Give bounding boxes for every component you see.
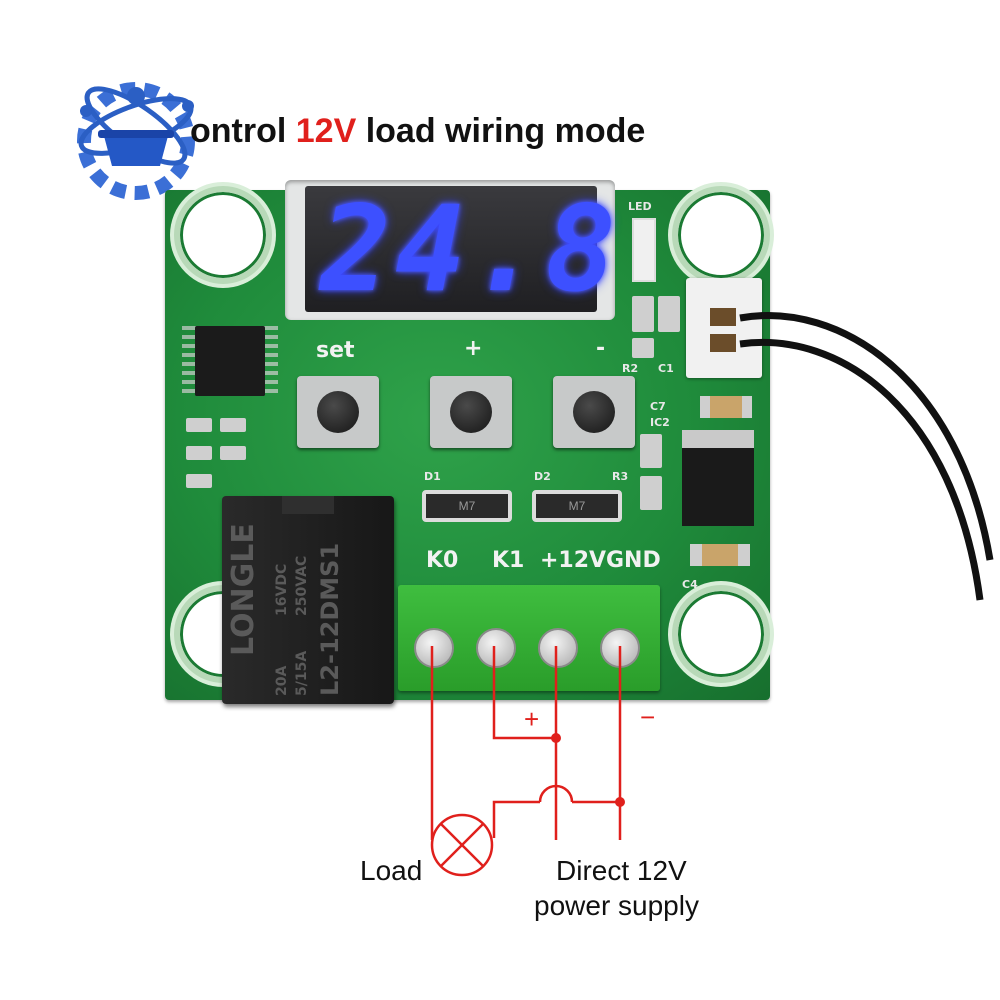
label-c1: C1 xyxy=(658,362,674,375)
set-button-cap[interactable] xyxy=(317,391,359,433)
mount-hole xyxy=(174,186,272,284)
plus-sign: + xyxy=(524,704,540,734)
terminal-screw-k0[interactable] xyxy=(414,628,454,668)
mount-hole xyxy=(672,186,770,284)
smd-part xyxy=(632,338,654,358)
sensor-connector xyxy=(686,278,762,378)
label-led: LED xyxy=(628,200,652,213)
smd-part xyxy=(632,296,654,332)
terminal-screw-12v[interactable] xyxy=(538,628,578,668)
label-c7: C7 xyxy=(650,400,666,413)
connector-pin xyxy=(710,334,736,352)
led-display xyxy=(305,186,597,312)
display-reading: 24.8 xyxy=(320,180,621,318)
diode-d2: M7 xyxy=(532,490,622,522)
title-prefix: ontrol xyxy=(190,112,287,150)
label-r3: R3 xyxy=(612,470,629,483)
supply-label-line2: power supply xyxy=(534,890,699,921)
diode-d1: M7 xyxy=(422,490,512,522)
junction-dot xyxy=(551,733,561,743)
smd-part xyxy=(186,418,212,432)
smd-part xyxy=(640,476,662,510)
title-highlight: 12V xyxy=(295,112,357,150)
label-c4: C4 xyxy=(682,578,698,591)
voltage-regulator xyxy=(682,430,754,526)
smd-part xyxy=(220,418,246,432)
plus-button-cap[interactable] xyxy=(450,391,492,433)
relay: LONGLE 20A 16VDC 5/15A 250VAC L2-12DMS1 xyxy=(222,496,394,704)
label-minus: - xyxy=(596,336,606,361)
label-gnd: GND xyxy=(606,548,661,573)
label-d2: D2 xyxy=(534,470,551,483)
connector-pin xyxy=(710,308,736,326)
load-label: Load xyxy=(360,855,423,886)
terminal-screw-k1[interactable] xyxy=(476,628,516,668)
smd-part xyxy=(640,434,662,468)
label-k1: K1 xyxy=(492,548,525,573)
smd-part xyxy=(220,446,246,460)
minus-button-cap[interactable] xyxy=(573,391,615,433)
label-plus: + xyxy=(464,336,483,361)
label-d1: D1 xyxy=(424,470,441,483)
brand-logo xyxy=(77,82,195,200)
smd-part xyxy=(658,296,680,332)
smd-part xyxy=(186,446,212,460)
mount-hole xyxy=(672,585,770,683)
label-ic2: IC2 xyxy=(650,416,670,429)
capacitor xyxy=(700,396,752,418)
junction-dot xyxy=(615,797,625,807)
page-title: ontrol 12V load wiring mode xyxy=(190,112,645,151)
supply-label-line1: Direct 12V xyxy=(556,855,687,886)
microcontroller-body xyxy=(195,326,265,396)
label-r2: R2 xyxy=(622,362,639,375)
label-12v: +12V xyxy=(540,548,607,573)
label-set: set xyxy=(316,338,355,363)
relay-tab xyxy=(282,496,334,514)
led-indicator xyxy=(632,218,656,282)
smd-part xyxy=(186,474,212,488)
capacitor xyxy=(690,544,750,566)
title-suffix: load wiring mode xyxy=(365,112,646,150)
label-k0: K0 xyxy=(426,548,459,573)
minus-sign: − xyxy=(640,702,656,732)
